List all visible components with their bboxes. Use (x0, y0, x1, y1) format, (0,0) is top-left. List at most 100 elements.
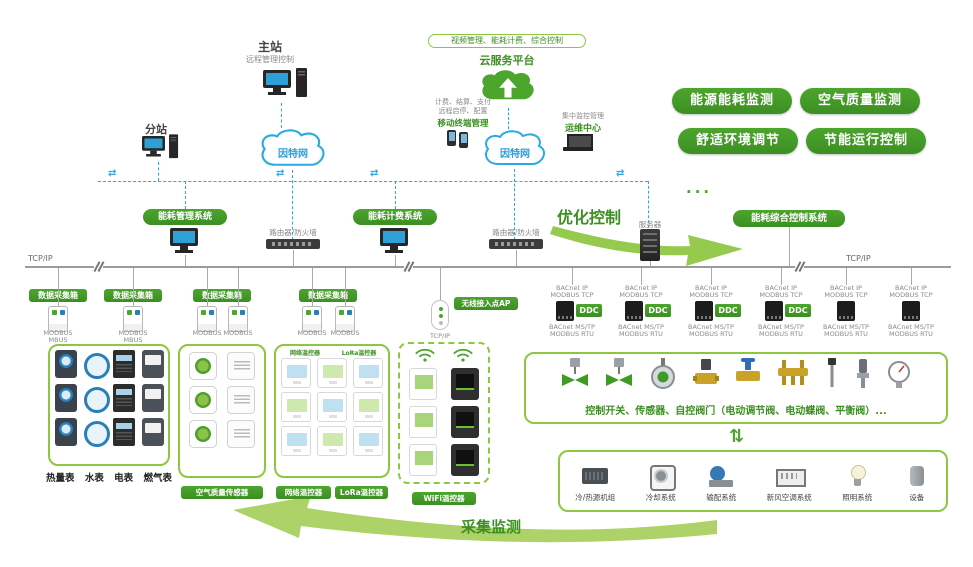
thermostat-icon (353, 358, 383, 388)
ddc-top-label: BACnet IP MODBUS TCP (619, 284, 663, 299)
router1-label: 路由器/防火墙 (269, 228, 317, 237)
ddc-top-label: BACnet IP MODBUS TCP (889, 284, 933, 299)
collector-protocol-label: MODBUS (330, 329, 360, 337)
router-firewall-icon (489, 239, 543, 249)
collect-arrow (233, 496, 717, 543)
collector-protocol-label: MODBUS (223, 329, 253, 337)
wifi-thermostat-badge: WiFi温控器 (412, 492, 476, 505)
water-meter-icon (83, 350, 110, 379)
water-meter-icon (83, 384, 110, 413)
thermo-top-label: LoRa温控器 (341, 350, 377, 357)
ddc-module-icon (902, 301, 920, 321)
sync-arrow-icon (108, 168, 116, 179)
thermostat-icon (353, 392, 383, 422)
heat-meter-icon (54, 384, 77, 412)
wireless-ap-badge: 无线接入点AP (454, 297, 518, 310)
ddc-top-label: BACnet IP MODBUS TCP (759, 284, 803, 299)
air-sensor-icon (189, 420, 217, 448)
electric-meter-icon (112, 418, 135, 446)
collector-protocol-label: MODBUS MBUS (118, 329, 148, 344)
water-meter-icon (83, 418, 110, 447)
device-icon (903, 462, 931, 489)
ddc-bottom-label: BACnet MS/TP MODBUS RTU (618, 323, 664, 338)
tcpip-right-label: TCP/IP (846, 254, 871, 263)
tcpip-left-label: TCP/IP (28, 254, 53, 263)
ddc-bottom-label: BACnet MS/TP MODBUS RTU (688, 323, 734, 338)
network-thermostat-badge: 网络温控器 (276, 486, 331, 499)
main-station-computer-icon (263, 68, 307, 97)
data-collector-box-icon (48, 306, 68, 332)
data-collector-box-icon (228, 306, 248, 332)
sync-arrow-icon (276, 168, 284, 179)
ddc-drop-line (572, 268, 573, 285)
ddc-drop-line (911, 268, 912, 285)
data-collector-box-icon (335, 306, 355, 332)
connector-line (293, 250, 294, 267)
dashed-connector (281, 103, 282, 128)
router2-label: 路由器/防火墙 (492, 228, 540, 237)
meter-grid (53, 350, 165, 447)
valve-row (530, 358, 942, 396)
equipment-label: 冷却系统 (645, 492, 676, 502)
collect-monitor-label: 采集监测 (460, 518, 521, 536)
internet-cloud-left-icon (261, 129, 325, 166)
electric-meter-icon (112, 384, 135, 412)
internet-cloud-right-icon (485, 130, 546, 165)
solenoid-valve-icon (692, 356, 720, 396)
electric-meter-icon (112, 350, 135, 378)
ddc-module-icon (695, 301, 713, 321)
connector-line (185, 255, 186, 267)
wifi-icon (453, 348, 473, 362)
ddc-top-label: BACnet IP MODBUS TCP (550, 284, 594, 299)
ops-laptop-icon (563, 134, 593, 152)
feature-badge-saving: 节能运行控制 (806, 128, 926, 154)
main-station-label: 主站 (257, 40, 282, 54)
ellipsis-dots: ··· (686, 183, 713, 201)
ops-center-label: 运维中心 (564, 124, 601, 134)
billing-system-badge: 能耗计费系统 (353, 209, 437, 225)
air-sensor-panel-icon (227, 352, 255, 380)
dashed-connector (514, 169, 515, 240)
ddc-module-icon (625, 301, 643, 321)
brass-valve-icon (734, 356, 762, 396)
manifold-icon (776, 356, 810, 396)
thermostat-icon (317, 426, 347, 456)
thermostat-icon (317, 358, 347, 388)
connector-line (516, 250, 517, 267)
collector-drop-line (58, 268, 59, 306)
ddc-bottom-label: BACnet MS/TP MODBUS RTU (549, 323, 595, 338)
ahu-icon (775, 462, 807, 489)
sub-station-label: 分站 (145, 123, 167, 136)
dashed-connector (508, 108, 509, 129)
ddc-module-icon (837, 301, 855, 321)
feature-badge-comfort: 舒适环境调节 (678, 128, 798, 154)
wireless-ap-icon (431, 300, 449, 330)
router-firewall-icon (266, 239, 320, 249)
heat-meter-icon (54, 350, 77, 378)
equipment-item: 输配系统 (706, 462, 736, 503)
cloud-platform-icon (482, 70, 534, 100)
dashed-connector (292, 170, 293, 240)
server-icon (640, 229, 660, 261)
up-down-arrow-icon (729, 426, 744, 447)
data-collector-box-icon (123, 306, 143, 332)
connector-line (440, 268, 441, 300)
chiller-icon (581, 462, 609, 489)
energy-mgmt-system-badge: 能耗管理系统 (143, 209, 227, 225)
lighting-icon (843, 462, 871, 489)
thermostat-icon (353, 426, 383, 456)
line-break-icon (94, 261, 103, 272)
heat-meter-icon (54, 418, 77, 446)
ops-note: 集中监控管理 (562, 112, 604, 120)
cloud-platform-label: 云服务平台 (479, 54, 535, 67)
ddc-bottom-label: BACnet MS/TP MODBUS RTU (823, 323, 869, 338)
meter-label: 热量表 (46, 473, 75, 484)
wifi-thermostat-icon (409, 406, 437, 438)
mobile-note-1: 计费、结算、支付 (435, 98, 491, 106)
energy-mgmt-monitor-icon (170, 228, 198, 253)
dashed-connector (98, 181, 648, 182)
collector-protocol-label: MODBUS (297, 329, 327, 337)
cooling-icon (647, 462, 676, 491)
ddc-badge: DDC (645, 304, 671, 317)
